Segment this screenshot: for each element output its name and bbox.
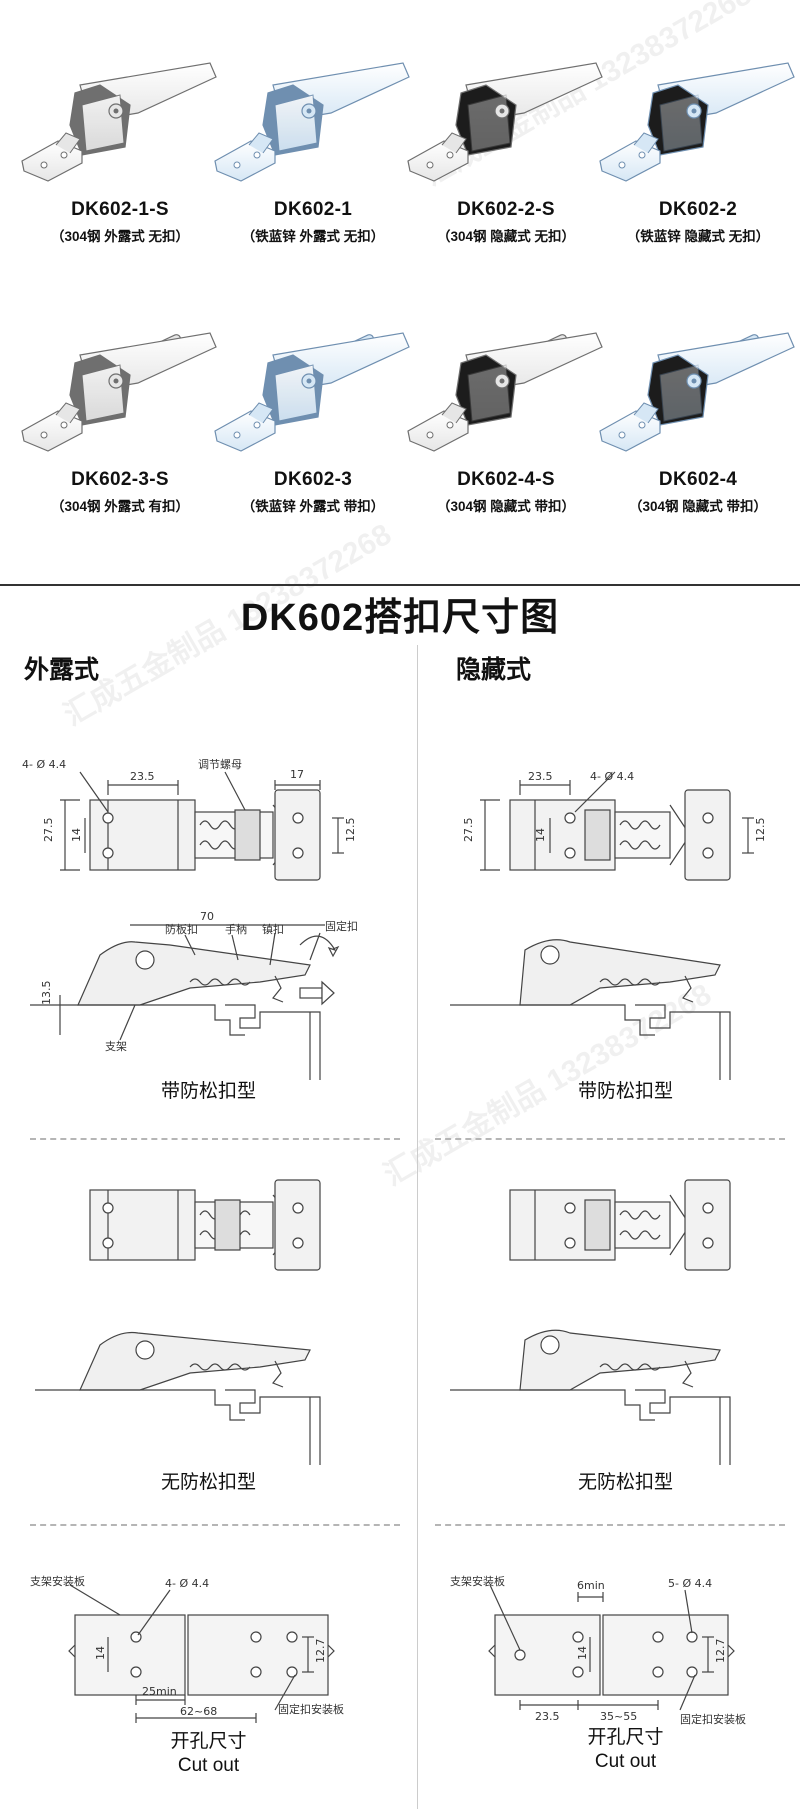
dim-label: 17: [290, 768, 304, 781]
product-desc: （铁蓝锌 外露式 带扣）: [241, 499, 385, 514]
dim-label: 62~68: [180, 1705, 217, 1718]
dim-label: 23.5: [130, 770, 155, 783]
dim-label: 35~55: [600, 1710, 637, 1723]
part-label-fixed: 固定扣: [325, 919, 358, 933]
caption-no-lock: 无防松扣型: [577, 1472, 673, 1493]
product-desc: （304钢 隐藏式 无扣）: [436, 229, 576, 244]
caption-cutout-en: Cut out: [594, 1751, 657, 1772]
dim-label: 14: [70, 828, 83, 842]
product-image: [21, 332, 217, 452]
hidden-with-lock-drawing: 23.5 4- Ø 4.4 27.5 14 12.5: [450, 770, 767, 1080]
dim-label: 12.5: [344, 818, 357, 843]
product-code: DK602-2: [658, 199, 738, 220]
caption-with-lock: 带防松扣型: [160, 1081, 256, 1102]
product-card: DK602-4-S （304钢 隐藏式 带扣）: [406, 325, 606, 515]
part-label-bracket-plate: 支架安装板: [450, 1575, 505, 1588]
product-card: DK602-1-S （304钢 外露式 无扣）: [20, 55, 220, 245]
product-card: DK602-4 （304钢 隐藏式 带扣）: [598, 325, 798, 515]
dim-label: 12.5: [754, 818, 767, 843]
product-card: DK602-3-S （304钢 外露式 有扣）: [20, 325, 220, 515]
caption-cutout-cn: 开孔尺寸: [170, 1731, 247, 1752]
dim-label: 12.7: [714, 1639, 727, 1664]
dim-hole-label: 5- Ø 4.4: [668, 1577, 712, 1590]
exposed-no-lock-drawing: [35, 1179, 321, 1465]
part-label-guard: 防板扣: [165, 922, 198, 936]
part-label-nut: 调节螺母: [198, 758, 242, 771]
dim-label: 12.7: [314, 1639, 327, 1664]
page-title: DK602搭扣尺寸图: [240, 597, 560, 639]
dashed-divider: [30, 1138, 400, 1140]
caption-with-lock: 带防松扣型: [577, 1081, 673, 1102]
product-card: DK602-3 （铁蓝锌 外露式 带扣）: [213, 325, 413, 515]
part-label-bracket: 支架: [105, 1040, 127, 1053]
hidden-cutout-drawing: 支架安装板 6min 5- Ø 4.4 14 12.7 23.5 35~55 固…: [450, 1575, 746, 1725]
product-image: [407, 62, 603, 182]
exposed-with-lock-drawing: 4- Ø 4.4 23.5 调节螺母 17 27.5 14 12.5 70 防板…: [22, 758, 358, 1080]
column-divider: [417, 645, 418, 1809]
dashed-divider: [435, 1138, 785, 1140]
product-desc: （304钢 外露式 有扣）: [50, 499, 190, 514]
dim-hole-label: 4- Ø 4.4: [165, 1577, 209, 1590]
part-label-hook: 镇扣: [262, 922, 284, 936]
dim-label: 23.5: [535, 1710, 560, 1723]
dim-label: 14: [576, 1646, 589, 1660]
dim-label: 14: [534, 828, 547, 842]
product-code: DK602-3: [273, 469, 353, 490]
section-title-exposed: 外露式: [24, 656, 100, 684]
dashed-divider: [30, 1524, 400, 1526]
part-label-bracket-plate: 支架安装板: [30, 1575, 85, 1588]
dim-hole-label: 4- Ø 4.4: [590, 770, 634, 783]
dim-label: 23.5: [528, 770, 553, 783]
part-label-fixed-plate: 固定扣安装板: [278, 1702, 344, 1716]
dim-label: 6min: [577, 1579, 605, 1592]
section-title-hidden: 隐藏式: [456, 656, 532, 684]
product-desc: （304钢 隐藏式 带扣）: [436, 499, 576, 514]
divider: [0, 584, 800, 586]
product-code: DK602-4-S: [457, 469, 555, 490]
product-card: DK602-1 （铁蓝锌 外露式 无扣）: [213, 55, 413, 245]
product-desc: （铁蓝锌 隐藏式 无扣）: [626, 229, 770, 244]
dim-label: 27.5: [42, 818, 55, 843]
dim-label: 27.5: [462, 818, 475, 843]
dim-label: 25min: [142, 1685, 177, 1698]
product-gallery: DK602-1-S （304钢 外露式 无扣） DK602-1 （铁蓝锌 外露式 无扣…: [0, 0, 800, 585]
caption-cutout-cn: 开孔尺寸: [587, 1727, 664, 1748]
dim-label: 13.5: [40, 981, 53, 1006]
product-code: DK602-3-S: [71, 469, 169, 490]
product-image: [407, 332, 603, 452]
product-image: [214, 332, 410, 452]
dashed-divider: [435, 1524, 785, 1526]
product-image: [599, 332, 795, 452]
product-image: [21, 62, 217, 182]
product-card: DK602-2-S （304钢 隐藏式 无扣）: [406, 55, 606, 245]
product-desc: （铁蓝锌 外露式 无扣）: [241, 229, 385, 244]
dim-label: 70: [200, 910, 214, 923]
product-code: DK602-1: [273, 199, 353, 220]
caption-no-lock: 无防松扣型: [160, 1472, 256, 1493]
product-code: DK602-1-S: [71, 199, 169, 220]
product-desc: （304钢 隐藏式 带扣）: [628, 499, 768, 514]
product-image: [214, 62, 410, 182]
caption-cutout-en: Cut out: [177, 1755, 240, 1776]
caption-cutout: 开孔尺寸 Cut out: [0, 1730, 417, 1778]
product-desc: （304钢 外露式 无扣）: [50, 229, 190, 244]
caption-cutout: 开孔尺寸 Cut out: [417, 1726, 800, 1774]
product-image: [599, 62, 795, 182]
dim-label: 14: [94, 1646, 107, 1660]
product-code: DK602-4: [658, 469, 738, 490]
product-card: DK602-2 （铁蓝锌 隐藏式 无扣）: [598, 55, 798, 245]
part-label-handle: 手柄: [225, 922, 247, 936]
dim-hole-label: 4- Ø 4.4: [22, 758, 66, 771]
product-code: DK602-2-S: [457, 199, 555, 220]
hidden-no-lock-drawing: [450, 1179, 731, 1465]
exposed-cutout-drawing: 支架安装板 4- Ø 4.4 14 12.7 25min 62~68 固定扣安装…: [30, 1575, 344, 1723]
part-label-fixed-plate: 固定扣安装板: [680, 1712, 746, 1725]
